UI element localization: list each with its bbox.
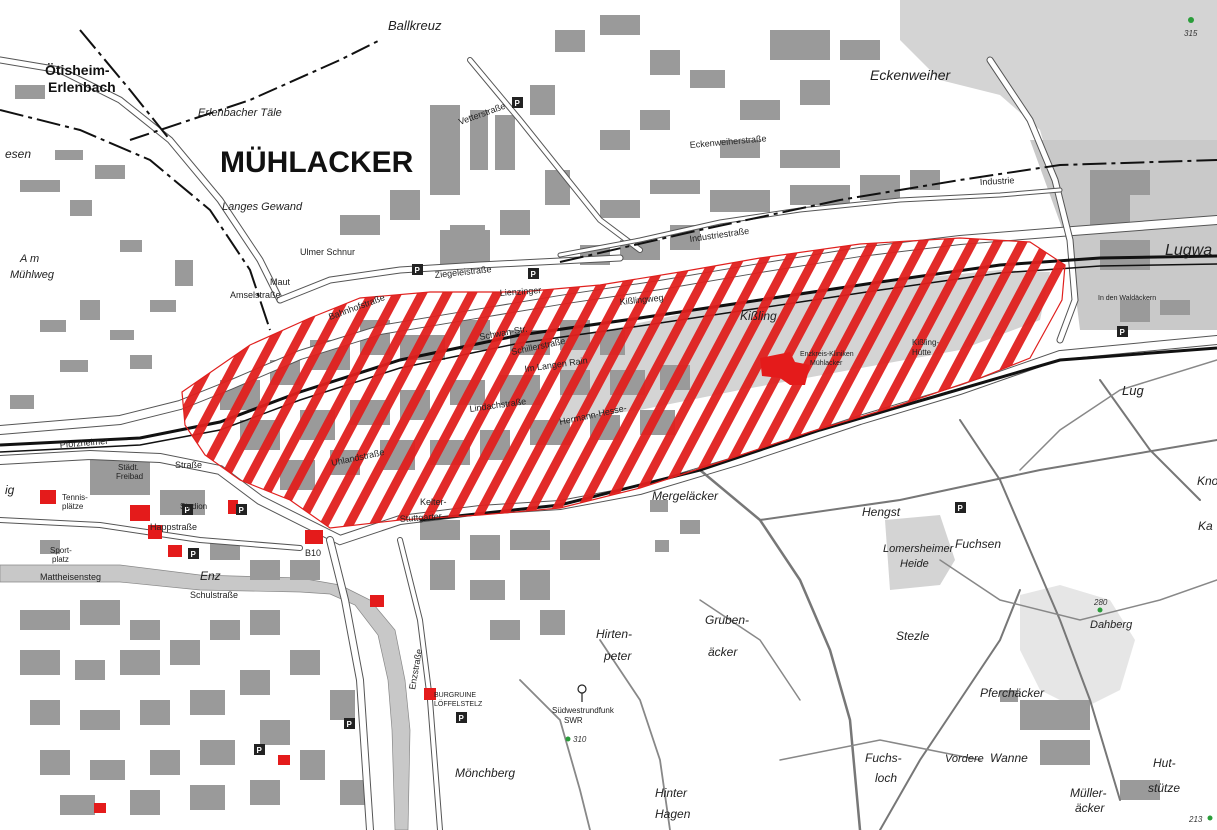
svg-text:P: P [257,746,263,755]
svg-text:Städt.: Städt. [118,463,139,472]
svg-text:Lug: Lug [1122,383,1144,398]
svg-text:Pferchäcker: Pferchäcker [980,686,1045,700]
svg-text:platz: platz [52,555,69,564]
svg-text:P: P [191,550,197,559]
svg-text:Enzkreis-Kliniken: Enzkreis-Kliniken [800,351,854,358]
svg-text:Kelter-: Kelter- [420,497,447,507]
svg-text:Pforzheimer: Pforzheimer [59,436,108,450]
svg-text:stütze: stütze [1148,781,1180,795]
elevation-labels: 315 280 310 213 [573,29,1203,824]
svg-text:Stezle: Stezle [896,629,930,643]
svg-text:Mergeläcker: Mergeläcker [652,489,719,503]
svg-text:Mönchberg: Mönchberg [455,766,515,780]
svg-text:Dahberg: Dahberg [1090,619,1133,631]
svg-text:P: P [459,714,465,723]
svg-text:Ballkreuz: Ballkreuz [388,18,442,33]
river-enz [0,564,411,830]
svg-text:Mühlacker: Mühlacker [810,360,843,367]
svg-text:Kißling-: Kißling- [912,338,939,347]
svg-text:plätze: plätze [62,502,84,511]
svg-text:Eckenweiher: Eckenweiher [870,67,951,83]
svg-text:esen: esen [5,147,31,161]
highlighted-zone [181,237,1066,529]
svg-text:Hütte: Hütte [912,348,932,357]
svg-text:Lugwa: Lugwa [1165,242,1212,259]
svg-text:P: P [958,504,964,513]
svg-text:Freibad: Freibad [116,472,143,481]
svg-text:Mühlweg: Mühlweg [10,269,55,281]
svg-text:Heide: Heide [900,558,929,570]
parking-symbols: P P P P P P P P P P P [182,97,1128,755]
svg-text:Hinter: Hinter [655,786,688,800]
svg-text:BURGRUINE: BURGRUINE [434,692,476,699]
svg-text:Fuchsen: Fuchsen [955,537,1001,551]
svg-text:Wanne: Wanne [990,751,1028,765]
svg-text:Ka: Ka [1198,519,1213,533]
svg-text:P: P [239,506,245,515]
svg-text:Vordere: Vordere [945,753,984,765]
svg-text:P: P [415,266,421,275]
svg-text:Gruben-: Gruben- [705,613,749,627]
svg-text:loch: loch [875,771,897,785]
svg-text:In den Waldäckern: In den Waldäckern [1098,295,1156,302]
svg-text:P: P [531,270,537,279]
svg-text:Hirten-: Hirten- [596,627,632,641]
svg-text:Stadion: Stadion [180,502,207,511]
svg-text:äcker: äcker [1075,801,1105,815]
svg-text:ig: ig [5,483,15,497]
elevation-points [565,17,1213,821]
svg-text:P: P [1120,328,1126,337]
svg-text:äcker: äcker [708,645,738,659]
svg-text:Fuchs-: Fuchs- [865,751,902,765]
svg-text:P: P [185,506,191,515]
svg-text:Sport-: Sport- [50,546,72,555]
city-label: MÜHLACKER [220,146,414,179]
svg-text:315: 315 [1184,29,1198,38]
svg-text:Langes Gewand: Langes Gewand [222,201,303,213]
svg-text:B10: B10 [305,548,321,558]
svg-text:280: 280 [1093,598,1108,607]
svg-text:LÖFFELSTELZ: LÖFFELSTELZ [434,700,483,708]
svg-text:Straße: Straße [175,460,202,470]
svg-text:Stuttgarter: Stuttgarter [399,511,442,524]
town-label-1: Ötisheim- [45,62,110,78]
svg-text:P: P [515,99,521,108]
svg-text:Tennis-: Tennis- [62,493,88,502]
svg-text:Hut-: Hut- [1153,756,1176,770]
svg-text:310: 310 [573,735,587,744]
svg-text:A m: A m [19,253,39,265]
svg-text:Schulstraße: Schulstraße [190,590,238,600]
svg-text:Lomersheimer: Lomersheimer [883,543,955,555]
svg-text:Südwestrundfunk: Südwestrundfunk [552,706,615,715]
svg-text:Maut: Maut [270,277,291,287]
svg-text:Kißlingweg: Kißlingweg [619,292,664,307]
svg-text:Kno: Kno [1197,474,1217,488]
highlighted-buildings [40,352,810,813]
svg-text:Müller-: Müller- [1070,786,1106,800]
town-label-2: Erlenbach [48,79,116,95]
svg-text:Industrie: Industrie [980,175,1015,187]
svg-text:Hagen: Hagen [655,807,691,821]
svg-text:Hengst: Hengst [862,505,901,519]
radio-tower-icon [577,684,587,702]
svg-text:Kißling: Kißling [740,309,777,323]
svg-text:Erlenbacher Täle: Erlenbacher Täle [198,107,282,119]
svg-text:Happstraße: Happstraße [150,522,197,532]
svg-text:Lienzinger: Lienzinger [499,285,541,298]
svg-text:Ulmer Schnur: Ulmer Schnur [300,247,355,257]
svg-text:Enzstraße: Enzstraße [407,648,424,690]
svg-text:P: P [347,720,353,729]
svg-text:peter: peter [603,649,632,663]
svg-text:Mattheisensteg: Mattheisensteg [40,572,101,582]
place-labels: Ballkreuz Erlenbacher Täle Langes Gewand… [5,18,1217,821]
svg-text:Amselstraße: Amselstraße [230,290,281,300]
svg-text:Enz: Enz [200,569,221,583]
svg-text:SWR: SWR [564,716,583,725]
svg-text:213: 213 [1188,815,1203,824]
